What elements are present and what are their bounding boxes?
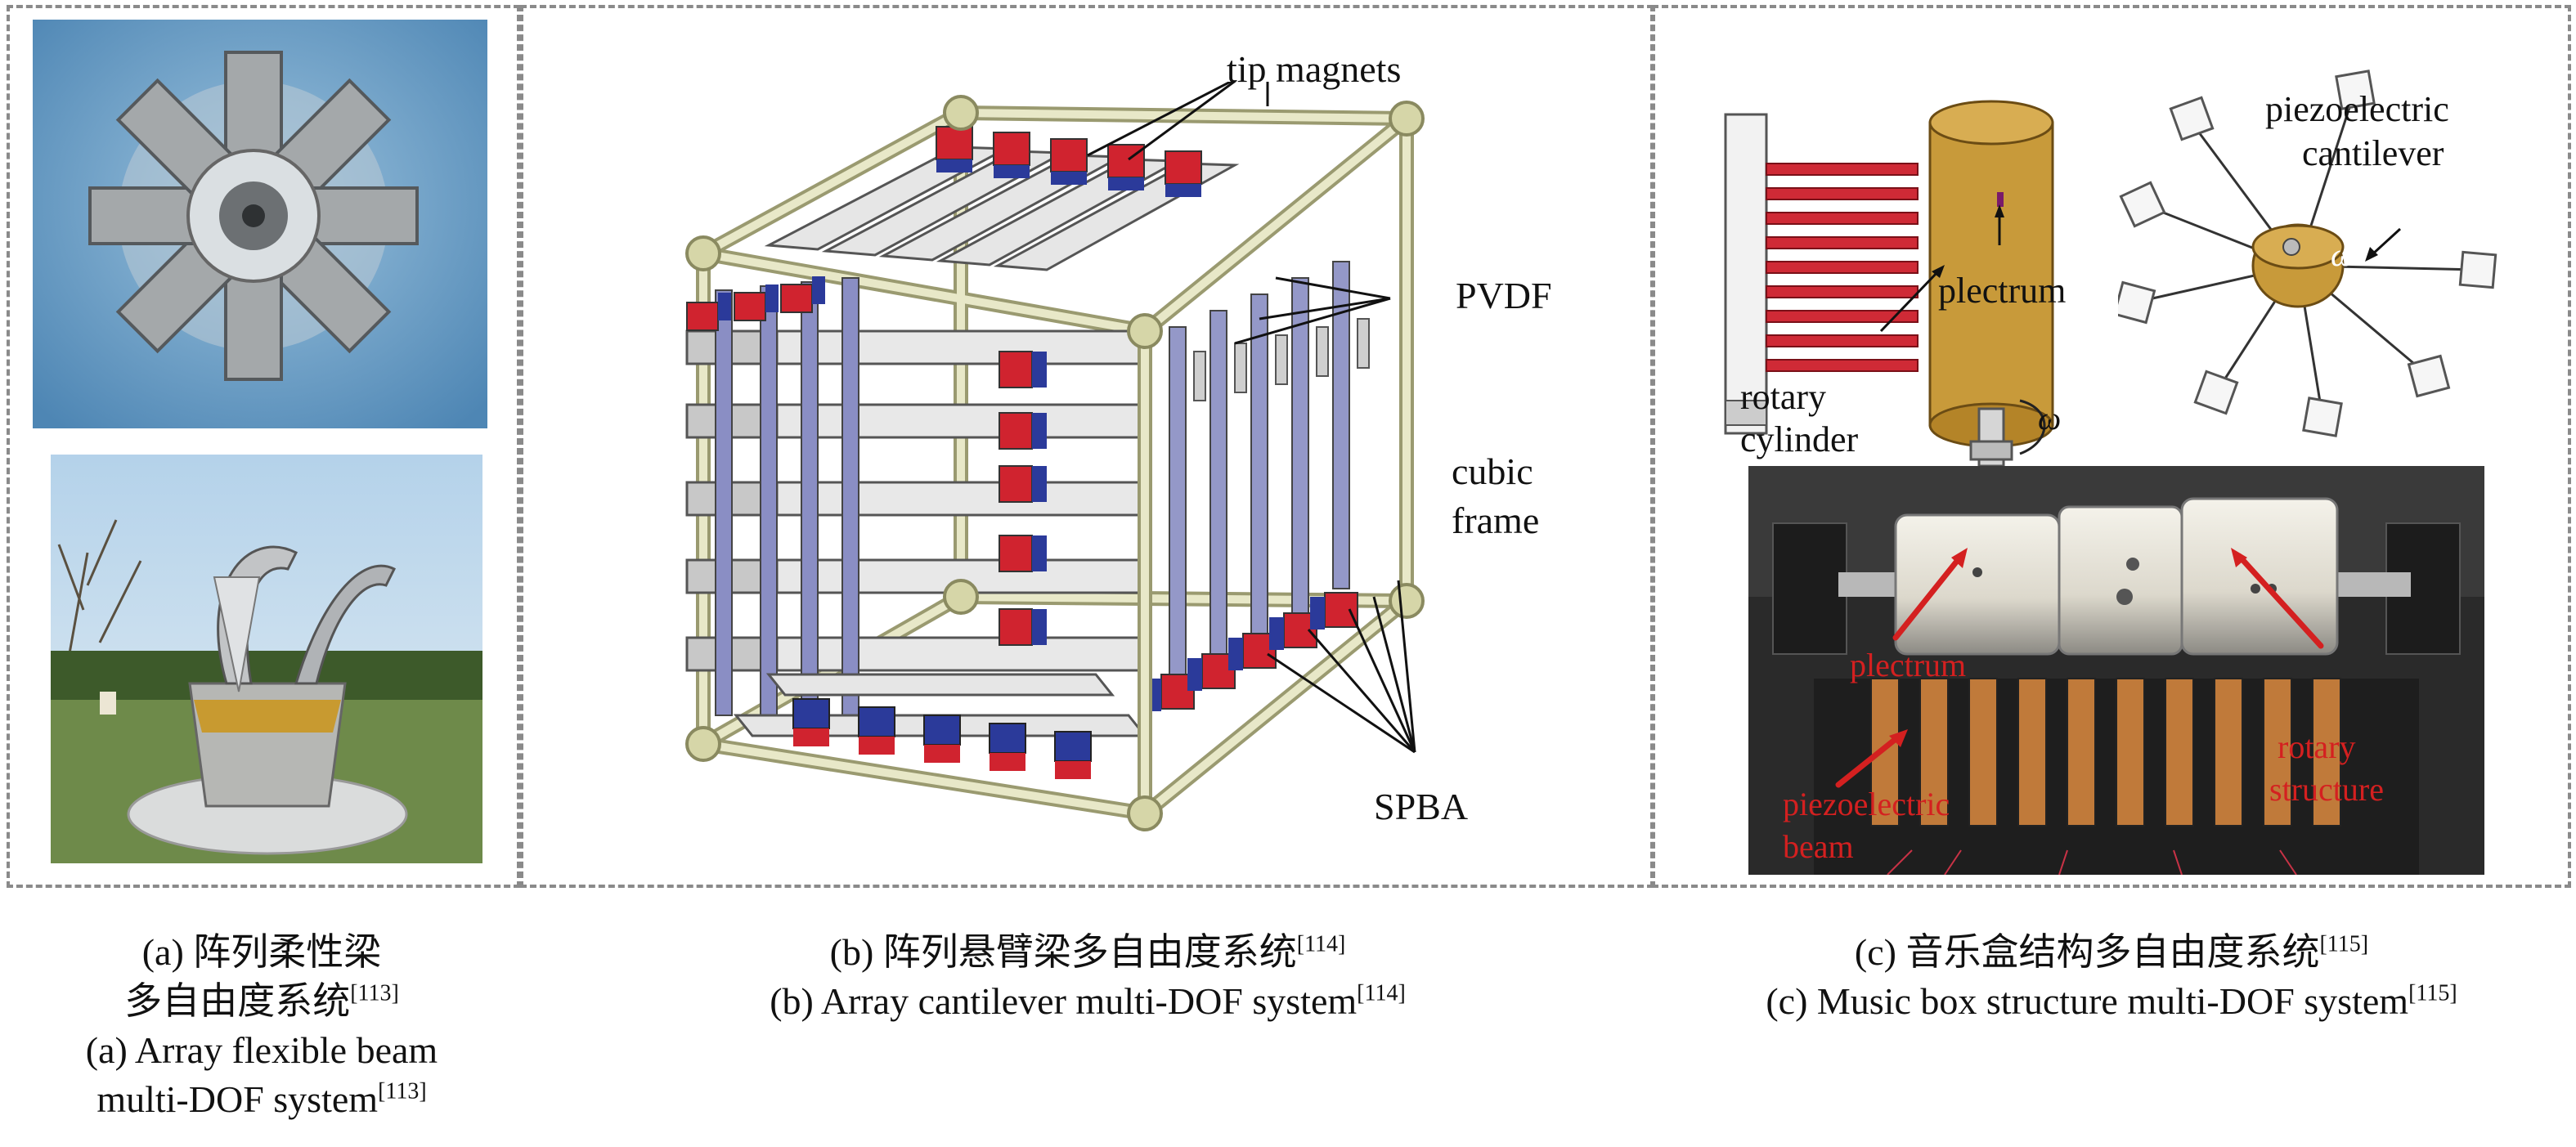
label-frame: frame — [1452, 500, 1540, 541]
caption-b-cn-ref: [114] — [1296, 931, 1346, 957]
photo-label-rotary-1: rotary — [2278, 728, 2356, 765]
right-bottom-magnets — [1147, 592, 1358, 711]
label-omega-2: ω — [2331, 236, 2354, 273]
label-rotary: rotary — [1740, 377, 1827, 417]
caption-c-cn: (c) 音乐盒结构多自由度系统 — [1854, 931, 2320, 973]
photo-label-plectrum: plectrum — [1850, 647, 1967, 683]
label-piezo-2: cantilever — [2302, 133, 2444, 173]
comb-teeth — [1766, 163, 1919, 372]
label-omega-1: ω — [2038, 400, 2062, 437]
caption-a-en-ref: [113] — [378, 1078, 427, 1104]
panel-a — [7, 5, 520, 888]
caption-b: (b) 阵列悬臂梁多自由度系统[114] (b) Array cantileve… — [523, 928, 1652, 1026]
caption-c-en-ref: [115] — [2408, 980, 2457, 1006]
caption-a: (a) 阵列柔性梁 多自由度系统[113] (a) Array flexible… — [0, 928, 523, 1124]
music-box-schematic — [1724, 100, 2054, 466]
caption-c: (c) 音乐盒结构多自由度系统[115] (c) Music box struc… — [1654, 928, 2569, 1026]
frame-joints — [685, 95, 1425, 831]
leader-lines — [1087, 82, 1416, 754]
label-tip-magnets: tip magnets — [1227, 48, 1402, 90]
caption-a-cn-ref: [113] — [350, 980, 399, 1006]
photo-label-piezo-2: beam — [1783, 828, 1854, 865]
caption-b-en: (b) Array cantilever multi-DOF system — [770, 980, 1358, 1022]
photo-array-beam-field — [51, 455, 482, 863]
photo-label-piezo-1: piezoelectric — [1783, 786, 1950, 822]
left-vertical-beams — [715, 277, 859, 716]
label-spba: SPBA — [1374, 786, 1469, 827]
music-box-photo — [1748, 466, 2484, 875]
caption-c-en: (c) Music box structure multi-DOF system — [1766, 980, 2409, 1022]
center-column-magnets — [999, 351, 1047, 646]
photo-beams — [1870, 678, 2341, 827]
left-vertical-magnets — [686, 276, 825, 331]
caption-b-cn: (b) 阵列悬臂梁多自由度系统 — [829, 931, 1297, 973]
label-pvdf: PVDF — [1456, 275, 1552, 316]
label-piezo-1: piezoelectric — [2265, 89, 2449, 129]
piezo-cantilever-schematic — [2118, 69, 2497, 437]
caption-b-en-ref: [114] — [1357, 980, 1406, 1006]
label-cylinder: cylinder — [1740, 419, 1859, 459]
bottom-magnets — [792, 698, 1092, 779]
cubic-frame-diagram — [685, 82, 1425, 831]
caption-a-en-2: multi-DOF system — [96, 1078, 379, 1120]
top-magnets — [936, 126, 1202, 197]
label-cubic: cubic — [1452, 450, 1533, 492]
right-side-panels — [1193, 318, 1370, 401]
caption-a-en-1: (a) Array flexible beam — [85, 1029, 438, 1071]
panel-c — [1652, 5, 2571, 888]
photo-array-beam-top — [33, 20, 487, 428]
label-plectrum: plectrum — [1938, 271, 2067, 311]
caption-a-cn-2: 多自由度系统 — [124, 980, 351, 1022]
photo-label-rotary-2: structure — [2269, 771, 2384, 808]
right-vertical-beams — [1169, 261, 1350, 688]
caption-a-cn-1: (a) 阵列柔性梁 — [141, 931, 382, 973]
caption-c-cn-ref: [115] — [2319, 931, 2369, 957]
